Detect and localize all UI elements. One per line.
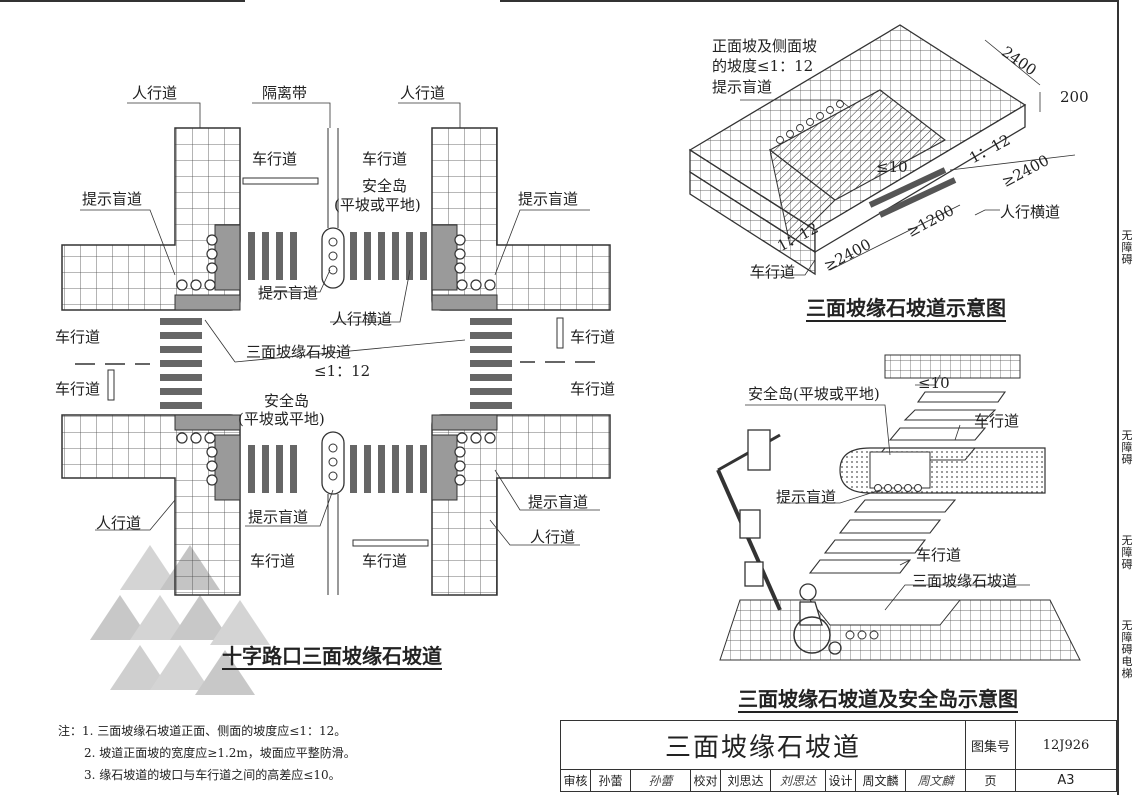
label-roadway-left-2: 车行道 [55, 380, 101, 398]
label-sidewalk-bottom-left: 人行道 [96, 514, 142, 532]
side-tab-1: 无障碍 [1121, 229, 1133, 266]
reviewer-signature: 孙蕾 [631, 769, 691, 791]
iso-tactile: 提示盲道 [712, 78, 773, 96]
checker-signature: 刘思达 [771, 769, 826, 791]
side-tab-2: 无障碍 [1121, 429, 1133, 466]
side-index-tabs: 无障碍 无障碍 无障碍 无障碍电梯 [1117, 0, 1133, 795]
page-label: 页 [966, 769, 1016, 791]
persp-roadway-1: 车行道 [974, 412, 1020, 430]
label-sidewalk-top-right: 人行道 [400, 84, 446, 102]
label-sidewalk-top-left: 人行道 [132, 84, 178, 102]
label-tactile-bottom-right: 提示盲道 [528, 493, 589, 511]
iso-slope-note-2: 的坡度≤1：12 [712, 57, 814, 75]
label-roadway-top-right: 车行道 [362, 150, 408, 168]
label-sidewalk-bottom-right: 人行道 [530, 528, 576, 546]
label-safety-island-bottom-note: (平坡或平地) [238, 410, 325, 428]
page-no: A3 [1057, 772, 1075, 788]
label-roadway-left-1: 车行道 [55, 328, 101, 346]
caption-crossroad: 十字路口三面坡缘石坡道 [222, 644, 442, 668]
label-median: 隔离带 [262, 84, 308, 102]
reviewer: 孙蕾 [591, 769, 631, 791]
side-tab-3: 无障碍 [1121, 534, 1133, 571]
iso-roadway: 车行道 [750, 263, 796, 281]
drawing-title: 三面坡缘石坡道 [561, 721, 966, 769]
designer: 周文麟 [856, 769, 906, 791]
persp-roadway-2: 车行道 [916, 546, 962, 564]
side-tab-4: 无障碍电梯 [1121, 619, 1133, 680]
iso-slope-note-1: 正面坡及侧面坡 [712, 37, 818, 55]
iso-crosswalk: 人行横道 [1000, 203, 1061, 221]
atlas-no-label: 图集号 [966, 721, 1016, 769]
label-safety-island-bottom: 安全岛 [264, 392, 310, 410]
iso-dim-200: 200 [1060, 88, 1089, 106]
label-curb-ramp: 三面坡缘石坡道 [246, 343, 352, 361]
persp-tactile: 提示盲道 [776, 488, 837, 506]
caption-ramp-island: 三面坡缘石坡道及安全岛示意图 [738, 687, 1018, 711]
iso-dim-le10: ≤10 [876, 158, 908, 176]
review-label: 审核 [561, 769, 591, 791]
checker: 刘思达 [721, 769, 771, 791]
ramp-isometric [688, 24, 1076, 276]
label-roadway-bottom-left: 车行道 [250, 552, 296, 570]
label-safety-island-top-note: (平坡或平地) [334, 196, 421, 214]
persp-island: 安全岛(平坡或平地) [748, 385, 880, 403]
label-roadway-right-1: 车行道 [570, 328, 616, 346]
design-label: 设计 [826, 769, 856, 791]
label-safety-island-top: 安全岛 [362, 177, 408, 195]
label-roadway-top-left: 车行道 [252, 150, 298, 168]
label-tactile-top-right: 提示盲道 [518, 190, 579, 208]
atlas-no: 12J926 [1042, 737, 1090, 753]
note-1: 注：1. 三面坡缘石坡道正面、侧面的坡度应≤1：12。 [58, 724, 347, 738]
caption-ramp-schematic: 三面坡缘石坡道示意图 [806, 296, 1006, 320]
label-tactile-bottom-left: 提示盲道 [248, 508, 309, 526]
check-label: 校对 [691, 769, 721, 791]
note-3: 3. 缘石坡道的坡口与车行道之间的高差应≤10。 [84, 768, 341, 782]
ramp-island-perspective [716, 354, 1081, 661]
label-curb-ramp-slope: ≤1：12 [314, 362, 371, 380]
title-block: 三面坡缘石坡道 图集号 12J926 审核 孙蕾 孙蕾 校对 刘思达 刘思达 设… [560, 720, 1117, 792]
label-roadway-bottom-right: 车行道 [362, 552, 408, 570]
label-tactile-top-center: 提示盲道 [258, 284, 319, 302]
note-2: 2. 坡道正面坡的宽度应≥1.2m，坡面应平整防滑。 [84, 746, 356, 760]
designer-signature: 周文麟 [906, 769, 966, 791]
label-roadway-right-2: 车行道 [570, 380, 616, 398]
label-tactile-top-left: 提示盲道 [82, 190, 143, 208]
persp-curb-ramp: 三面坡缘石坡道 [912, 572, 1018, 590]
crossroad-plan [61, 102, 611, 596]
persp-le10: ≤10 [918, 374, 950, 392]
label-crosswalk: 人行横道 [332, 310, 393, 328]
